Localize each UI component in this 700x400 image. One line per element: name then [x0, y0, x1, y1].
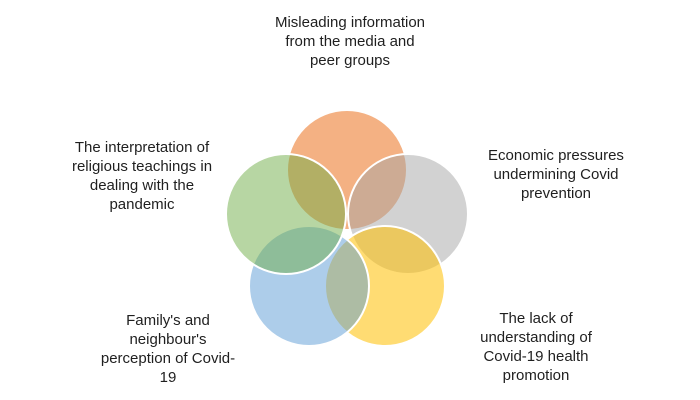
label-lack-of-understanding: The lack of understanding of Covid-19 he… — [480, 310, 592, 384]
circle-religious-teachings — [225, 153, 347, 275]
label-religious-teachings: The interpretation of religious teaching… — [71, 139, 213, 213]
label-misleading-media: Misleading information from the media an… — [274, 14, 426, 69]
label-economic-pressures: Economic pressures undermining Covid pre… — [488, 147, 624, 202]
label-family-neighbour-perception: Family's and neighbour's perception of C… — [100, 312, 236, 386]
